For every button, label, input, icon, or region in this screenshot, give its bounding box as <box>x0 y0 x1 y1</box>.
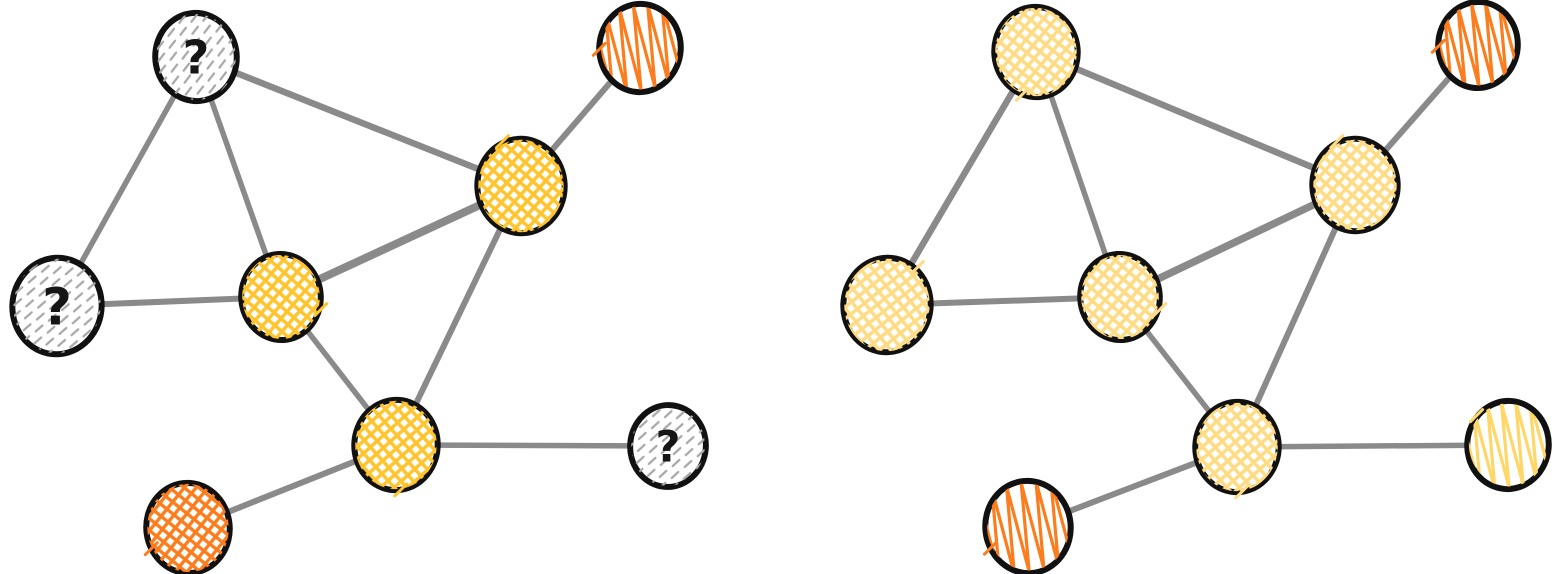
right-graph-labeled <box>840 0 1553 574</box>
hatch-overshoot-mark <box>909 260 925 276</box>
node-fill-hatch-gray <box>156 13 236 101</box>
graph-node-R-top-right <box>1430 0 1522 92</box>
node-fill-cross-pale <box>1196 402 1278 492</box>
unknown-label: ? <box>183 31 210 85</box>
hatch-overshoot-mark <box>1329 134 1345 150</box>
node-fill-cross-pale <box>995 7 1077 97</box>
node-fill-hatch-gray <box>13 258 101 354</box>
edge-L-bottom-mid-L-bottom-right <box>393 442 671 449</box>
unknown-label: ? <box>656 422 681 472</box>
graph-node-R-top <box>991 3 1081 102</box>
graph-node-L-bottom-right: ? <box>627 402 709 490</box>
hatch-overshoot-mark <box>494 134 510 150</box>
graph-node-L-bottom-mid <box>351 396 441 498</box>
hatch-overshoot-mark <box>1469 408 1485 424</box>
node-fill-cross-pale <box>844 258 930 352</box>
edge-R-bottom-mid-R-bottom-right <box>1234 442 1511 450</box>
hatch-overshoot-mark <box>313 302 329 318</box>
unknown-label: ? <box>42 278 72 337</box>
graph-node-L-top-right <box>591 0 685 96</box>
hatch-overshoot-mark <box>1430 38 1446 54</box>
hatch-overshoot-mark <box>143 541 159 557</box>
graph-node-R-bottom-right <box>1462 397 1553 493</box>
edge-L-top-L-mid-right <box>192 53 525 190</box>
graph-node-R-bottom-mid <box>1192 398 1282 500</box>
graph-node-L-bottom-left <box>143 479 233 574</box>
hatch-overshoot-mark <box>393 482 409 498</box>
graph-node-R-bottom-left <box>980 477 1075 574</box>
hatch-overshoot-mark <box>591 41 607 57</box>
node-fill-hatch-gray <box>631 406 705 486</box>
hatch-overshoot-mark <box>982 540 998 556</box>
graph-node-R-mid-right <box>1309 134 1401 235</box>
edge-R-top-R-mid-right <box>1032 48 1359 189</box>
node-fill-cross-pale <box>1313 139 1397 231</box>
node-fill-cross-orange <box>147 483 229 573</box>
graph-node-L-top: ? <box>152 9 240 105</box>
graph-node-R-left <box>840 254 934 356</box>
node-fill-cross-amber <box>355 400 437 490</box>
graph-node-L-mid-right <box>474 134 568 237</box>
left-graph-unlabeled: ??? <box>9 0 709 574</box>
node-fill-scribble-orange <box>980 477 1075 574</box>
node-fill-cross-amber <box>478 139 564 233</box>
node-fill-cross-pale <box>1081 254 1159 340</box>
node-fill-cross-amber <box>242 254 320 340</box>
hatch-overshoot-mark <box>1152 302 1168 318</box>
hatch-overshoot-mark <box>1014 86 1030 102</box>
graph-node-R-center <box>1077 250 1168 344</box>
hatch-overshoot-mark <box>1234 484 1250 500</box>
graph-node-L-center <box>238 250 329 344</box>
graph-node-L-left: ? <box>9 254 105 358</box>
